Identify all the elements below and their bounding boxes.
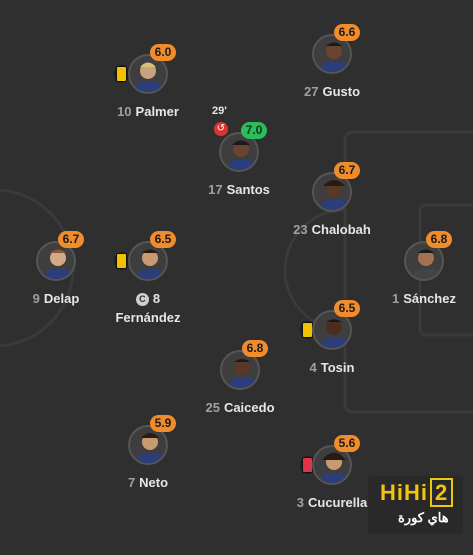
player-avatar bbox=[128, 425, 168, 465]
player-rating: 6.7 bbox=[58, 231, 84, 248]
player-rating: 5.6 bbox=[334, 435, 360, 452]
yellow-card-icon bbox=[114, 252, 129, 270]
watermark-bottom: هاي كورة bbox=[398, 510, 449, 525]
player-rating: 6.7 bbox=[334, 162, 360, 179]
captain-icon: C bbox=[135, 293, 149, 306]
player-rating: 6.0 bbox=[150, 44, 176, 61]
player-name-line2: Fernández bbox=[115, 310, 181, 325]
player-rating: 6.5 bbox=[150, 231, 176, 248]
player-rating: 5.9 bbox=[150, 415, 176, 432]
player-avatar bbox=[312, 310, 352, 350]
player-rating: 6.8 bbox=[426, 231, 452, 248]
pitch bbox=[0, 130, 473, 414]
player-rating: 6.5 bbox=[334, 300, 360, 317]
sub-minute: 29' bbox=[212, 105, 227, 117]
player-avatar bbox=[404, 241, 444, 281]
watermark-top-num: 2 bbox=[430, 478, 454, 507]
player-rating: 6.8 bbox=[242, 340, 268, 357]
player-avatar bbox=[312, 34, 352, 74]
watermark-top: HiHi bbox=[380, 480, 428, 505]
yellow-card-icon bbox=[114, 65, 129, 83]
player-rating: 7.0 bbox=[241, 122, 267, 139]
substitution-icon: ↺ bbox=[214, 122, 228, 136]
player-rating: 6.6 bbox=[334, 24, 360, 41]
